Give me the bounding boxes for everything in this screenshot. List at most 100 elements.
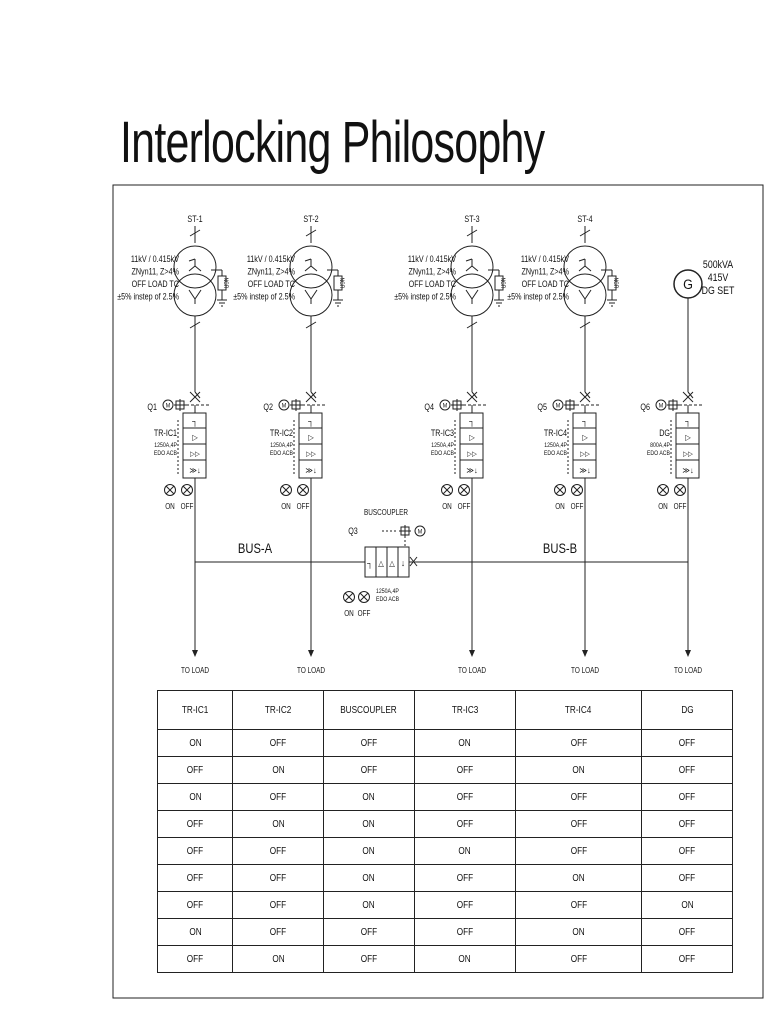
- cell-value: OFF: [678, 791, 696, 803]
- lamp-on-label: ON: [442, 501, 452, 511]
- cell-value: OFF: [269, 737, 287, 749]
- table-cell: ON: [322, 864, 415, 892]
- cell-value: ON: [188, 926, 202, 938]
- table-cell: ON: [156, 918, 234, 946]
- cell-value: ON: [271, 953, 285, 965]
- lamp-cross: [675, 485, 685, 495]
- cell-value: ON: [572, 872, 585, 884]
- cell-value: ON: [458, 737, 471, 749]
- transformer-spec-line: 11kV / 0.415kV: [521, 254, 570, 264]
- column-header: DG: [641, 690, 733, 730]
- cell-value: ON: [271, 764, 285, 776]
- breaker-tag: Q2: [263, 402, 273, 412]
- column-header-label: DG: [680, 704, 694, 716]
- breaker-rating-line: 1250A,4P: [431, 443, 454, 450]
- isolator-cross: [579, 391, 591, 403]
- table-cell: OFF: [641, 945, 733, 973]
- winding-symbol: [465, 258, 473, 262]
- lamp-cross: [298, 485, 308, 495]
- table-cell: ON: [413, 945, 516, 973]
- motor-icon: [655, 399, 667, 411]
- winding-symbol: [304, 265, 312, 272]
- cell-value: OFF: [678, 764, 696, 776]
- hv-break-mark: [466, 229, 478, 237]
- table-cell: OFF: [156, 891, 234, 919]
- cell-value: OFF: [269, 845, 287, 857]
- lamp-cross: [359, 592, 369, 602]
- earth-fault-icon: ≫↓: [466, 466, 477, 475]
- transformer-spec-line: ZNyn11, Z>4%: [521, 267, 569, 277]
- short-circuit-icon: ▷▷: [467, 451, 478, 458]
- cell-value: ON: [188, 737, 202, 749]
- cell-value: ON: [458, 953, 471, 965]
- table-cell: ON: [322, 810, 415, 838]
- lamp-off-label: OFF: [571, 501, 584, 511]
- table-cell: ON: [514, 864, 643, 892]
- breaker-rating-line: 1250A,4P: [544, 443, 567, 450]
- table-cell: OFF: [232, 891, 324, 919]
- winding-symbol: [194, 265, 202, 272]
- table-cell: OFF: [641, 729, 733, 757]
- transformer-spec-line: 11kV / 0.415kV: [247, 254, 296, 264]
- breaker-rating-line: 1250A,4P: [154, 443, 177, 450]
- table-cell: OFF: [413, 891, 516, 919]
- column-header: TR-IC2: [232, 690, 324, 730]
- trip-icon: ┐: [367, 558, 373, 570]
- breaker-tag: Q6: [640, 402, 650, 412]
- table-cell: OFF: [232, 837, 324, 865]
- cell-value: OFF: [456, 818, 473, 830]
- breaker-tag: Q4: [424, 402, 434, 412]
- lamp-cross: [459, 485, 469, 495]
- table-cell: OFF: [322, 756, 415, 784]
- table-cell: OFF: [641, 864, 733, 892]
- table-cell: ON: [322, 891, 415, 919]
- table-cell: OFF: [232, 783, 324, 811]
- cell-value: OFF: [269, 899, 287, 911]
- breaker-rating-line: EDO ACB: [270, 451, 293, 458]
- hv-break-mark: [305, 229, 317, 237]
- ngr-label: NGR: [499, 278, 506, 289]
- earth-fault-icon: ≫↓: [682, 466, 693, 475]
- overload-icon: ▷: [192, 433, 199, 442]
- breaker-name: TR-IC2: [270, 428, 294, 438]
- breaker-name: TR-IC1: [154, 428, 178, 438]
- buscoupler-tag: Q3: [348, 526, 358, 536]
- column-header-label: TR-IC2: [264, 704, 292, 716]
- buscoupler-rating-line: EDO ACB: [376, 597, 399, 604]
- transformer-tag: ST-4: [577, 214, 593, 224]
- trip-icon: ┐: [308, 416, 314, 428]
- transformer-spec-line: ±5% instep of 2.5%: [507, 292, 569, 302]
- cell-value: OFF: [269, 926, 287, 938]
- arrow-down-icon: [582, 650, 588, 657]
- cell-value: OFF: [186, 872, 204, 884]
- table-cell: ON: [413, 837, 516, 865]
- cell-value: OFF: [360, 953, 377, 965]
- lamp-off-label: OFF: [358, 608, 371, 618]
- short-circuit-icon: ▷▷: [306, 451, 317, 458]
- lv-break-mark: [579, 321, 591, 329]
- breaker-name: DG: [659, 428, 670, 438]
- transformer-primary-winding-icon: [289, 245, 333, 289]
- winding-symbol: [310, 289, 318, 300]
- table-cell: OFF: [413, 783, 516, 811]
- lamp-off-label: OFF: [297, 501, 310, 511]
- arrow-down-icon: [685, 650, 691, 657]
- winding-symbol: [471, 289, 479, 300]
- earth-fault-icon: ≫↓: [305, 466, 316, 475]
- isolator-cross: [466, 391, 478, 403]
- table-cell: OFF: [156, 837, 234, 865]
- winding-symbol: [304, 258, 312, 262]
- lamp-off-label: OFF: [674, 501, 687, 511]
- cell-value: OFF: [186, 818, 204, 830]
- table-cell: OFF: [322, 918, 415, 946]
- cell-value: OFF: [570, 899, 587, 911]
- cell-value: OFF: [570, 953, 587, 965]
- motor-letter: M: [166, 403, 171, 409]
- transformer-spec-line: OFF LOAD TC: [409, 279, 456, 289]
- winding-symbol: [465, 265, 473, 272]
